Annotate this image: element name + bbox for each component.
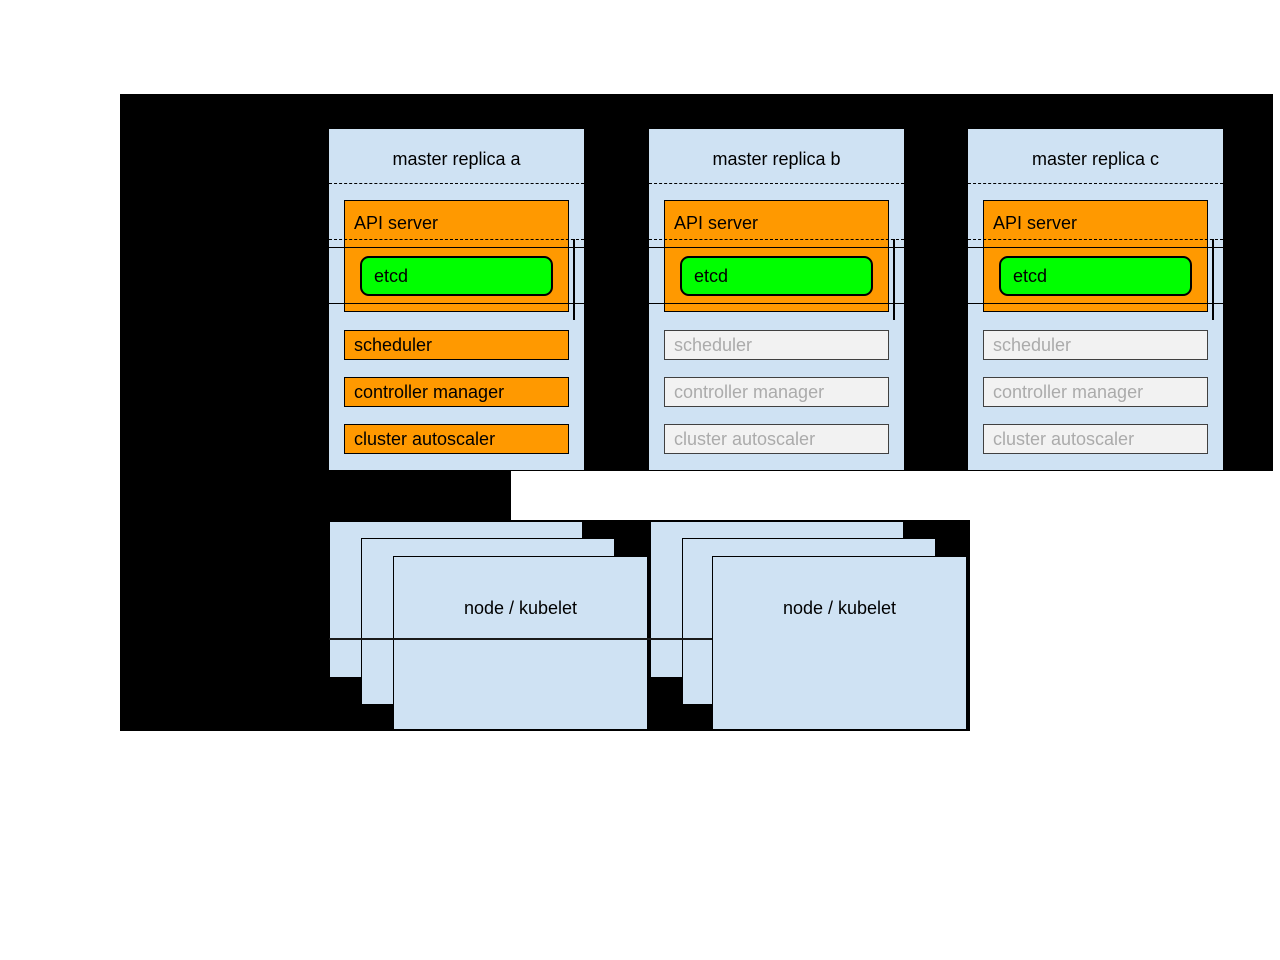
lb-boundary-dashed-line: [968, 183, 1223, 184]
scheduler-label: scheduler: [354, 334, 433, 355]
lb-boundary-dashed-line: [649, 183, 904, 184]
etcd-box: etcd: [680, 256, 873, 296]
etcd-label: etcd: [1013, 265, 1048, 286]
controller-manager-label: controller manager: [354, 381, 505, 402]
api-server-label: API server: [993, 213, 1078, 233]
controller-manager-box: controller manager: [983, 377, 1208, 407]
etcd-cluster-line-bottom: [649, 303, 904, 304]
scheduler-box: scheduler: [344, 330, 569, 360]
lb-boundary-dashed-line: [968, 239, 1223, 240]
scheduler-label: scheduler: [993, 334, 1072, 355]
etcd-cluster-line-top: [649, 247, 904, 248]
etcd-cluster-line-top: [968, 247, 1223, 248]
node-front-box: node / kubelet: [712, 556, 967, 730]
master-replica-b-card: master replica b API server etcd schedul…: [649, 129, 904, 470]
connector-vertical-segment: [1212, 239, 1214, 320]
controller-manager-box: controller manager: [664, 377, 889, 407]
etcd-cluster-line-bottom: [329, 303, 584, 304]
api-server-label: API server: [354, 213, 439, 233]
controller-manager-box: controller manager: [344, 377, 569, 407]
node-kubelet-label: node / kubelet: [782, 598, 897, 618]
nodes-connector-line: [329, 638, 712, 640]
lb-boundary-dashed-line: [329, 239, 584, 240]
cluster-autoscaler-label: cluster autoscaler: [354, 428, 496, 449]
connector-vertical-segment: [573, 239, 575, 320]
etcd-cluster-line-bottom: [968, 303, 1223, 304]
etcd-box: etcd: [360, 256, 553, 296]
etcd-cluster-line-top: [329, 247, 584, 248]
lb-boundary-dashed-line: [649, 239, 904, 240]
etcd-box: etcd: [999, 256, 1192, 296]
node-kubelet-label: node / kubelet: [463, 598, 578, 618]
node-front-box: node / kubelet: [393, 556, 648, 730]
master-replica-c-title: master replica c: [1031, 149, 1160, 169]
cluster-autoscaler-box: cluster autoscaler: [983, 424, 1208, 454]
controller-manager-label: controller manager: [674, 381, 825, 402]
master-replica-a-title: master replica a: [392, 149, 521, 169]
cluster-autoscaler-box: cluster autoscaler: [344, 424, 569, 454]
connector-vertical-segment: [893, 239, 895, 320]
scheduler-box: scheduler: [664, 330, 889, 360]
etcd-label: etcd: [694, 265, 729, 286]
api-server-label: API server: [674, 213, 759, 233]
cluster-autoscaler-label: cluster autoscaler: [674, 428, 816, 449]
etcd-label: etcd: [374, 265, 409, 286]
cluster-autoscaler-box: cluster autoscaler: [664, 424, 889, 454]
master-replica-b-title: master replica b: [712, 149, 841, 169]
lb-boundary-dashed-line: [329, 183, 584, 184]
master-replica-a-card: master replica a API server etcd schedul…: [329, 129, 584, 470]
controller-manager-label: controller manager: [993, 381, 1144, 402]
scheduler-box: scheduler: [983, 330, 1208, 360]
cluster-autoscaler-label: cluster autoscaler: [993, 428, 1135, 449]
master-replica-c-card: master replica c API server etcd schedul…: [968, 129, 1223, 470]
scheduler-label: scheduler: [674, 334, 753, 355]
